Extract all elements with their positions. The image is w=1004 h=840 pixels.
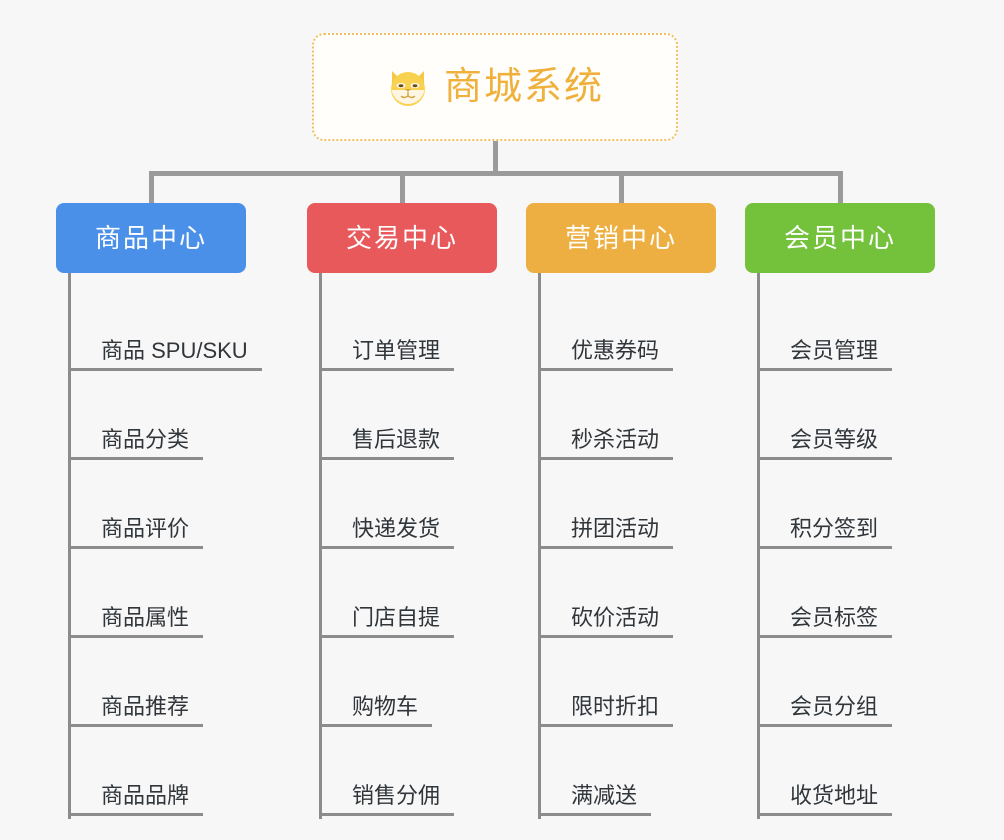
leaf-item[interactable]: 限时折扣 bbox=[541, 641, 716, 730]
leaf-label: 购物车 bbox=[322, 695, 433, 727]
leaf-item[interactable]: 订单管理 bbox=[322, 285, 497, 374]
leaf-label: 砍价活动 bbox=[541, 606, 674, 638]
leaf-list-product: 商品 SPU/SKU 商品分类 商品评价 商品属性 商品推荐 商品品牌 bbox=[68, 273, 262, 819]
connector-drop-4 bbox=[838, 171, 843, 207]
leaf-item[interactable]: 砍价活动 bbox=[541, 552, 716, 641]
branch-column-product: 商品中心 商品 SPU/SKU 商品分类 商品评价 商品属性 商品推荐 商品品牌 bbox=[56, 203, 262, 819]
leaf-item[interactable]: 快递发货 bbox=[322, 463, 497, 552]
leaf-label: 会员分组 bbox=[760, 695, 893, 727]
leaf-label: 门店自提 bbox=[322, 606, 455, 638]
leaf-label: 会员标签 bbox=[760, 606, 893, 638]
leaf-label: 优惠券码 bbox=[541, 339, 674, 371]
leaf-label: 会员等级 bbox=[760, 428, 893, 460]
leaf-label: 会员管理 bbox=[760, 339, 893, 371]
leaf-list-marketing: 优惠券码 秒杀活动 拼团活动 砍价活动 限时折扣 满减送 bbox=[538, 273, 716, 819]
leaf-item[interactable]: 商品分类 bbox=[71, 374, 246, 463]
leaf-label: 商品品牌 bbox=[71, 784, 204, 816]
branch-column-member: 会员中心 会员管理 会员等级 积分签到 会员标签 会员分组 收货地址 bbox=[745, 203, 935, 819]
leaf-item[interactable]: 会员分组 bbox=[760, 641, 935, 730]
branch-column-marketing: 营销中心 优惠券码 秒杀活动 拼团活动 砍价活动 限时折扣 满减送 bbox=[526, 203, 716, 819]
leaf-label: 满减送 bbox=[541, 784, 652, 816]
leaf-item[interactable]: 收货地址 bbox=[760, 730, 935, 819]
leaf-item[interactable]: 商品品牌 bbox=[71, 730, 246, 819]
leaf-label: 商品评价 bbox=[71, 517, 204, 549]
branch-header-label: 会员中心 bbox=[783, 223, 896, 253]
leaf-label: 拼团活动 bbox=[541, 517, 674, 549]
leaf-label: 销售分佣 bbox=[322, 784, 455, 816]
connector-drop-2 bbox=[400, 171, 405, 207]
leaf-item[interactable]: 商品 SPU/SKU bbox=[71, 285, 262, 374]
branch-column-trade: 交易中心 订单管理 售后退款 快递发货 门店自提 购物车 销售分佣 bbox=[307, 203, 497, 819]
leaf-label: 商品属性 bbox=[71, 606, 204, 638]
leaf-list-member: 会员管理 会员等级 积分签到 会员标签 会员分组 收货地址 bbox=[757, 273, 935, 819]
dog-face-icon bbox=[386, 65, 430, 109]
connector-drop-1 bbox=[149, 171, 154, 207]
leaf-label: 积分签到 bbox=[760, 517, 893, 549]
branch-header-label: 交易中心 bbox=[345, 223, 458, 253]
branch-header-product[interactable]: 商品中心 bbox=[56, 203, 246, 273]
leaf-label: 商品 SPU/SKU bbox=[71, 339, 262, 371]
leaf-item[interactable]: 会员等级 bbox=[760, 374, 935, 463]
leaf-item[interactable]: 优惠券码 bbox=[541, 285, 716, 374]
leaf-list-trade: 订单管理 售后退款 快递发货 门店自提 购物车 销售分佣 bbox=[319, 273, 497, 819]
leaf-item[interactable]: 满减送 bbox=[541, 730, 716, 819]
leaf-item[interactable]: 商品评价 bbox=[71, 463, 246, 552]
leaf-label: 快递发货 bbox=[322, 517, 455, 549]
branch-header-trade[interactable]: 交易中心 bbox=[307, 203, 497, 273]
branch-header-marketing[interactable]: 营销中心 bbox=[526, 203, 716, 273]
leaf-item[interactable]: 售后退款 bbox=[322, 374, 497, 463]
connector-root-stem bbox=[493, 141, 498, 175]
leaf-item[interactable]: 积分签到 bbox=[760, 463, 935, 552]
leaf-item[interactable]: 会员标签 bbox=[760, 552, 935, 641]
leaf-label: 秒杀活动 bbox=[541, 428, 674, 460]
leaf-label: 售后退款 bbox=[322, 428, 455, 460]
leaf-item[interactable]: 秒杀活动 bbox=[541, 374, 716, 463]
leaf-label: 订单管理 bbox=[322, 339, 455, 371]
branch-header-member[interactable]: 会员中心 bbox=[745, 203, 935, 273]
branch-header-label: 营销中心 bbox=[564, 223, 677, 253]
connector-drop-3 bbox=[619, 171, 624, 207]
leaf-item[interactable]: 商品属性 bbox=[71, 552, 246, 641]
leaf-item[interactable]: 拼团活动 bbox=[541, 463, 716, 552]
leaf-item[interactable]: 会员管理 bbox=[760, 285, 935, 374]
leaf-item[interactable]: 门店自提 bbox=[322, 552, 497, 641]
root-title: 商城系统 bbox=[443, 66, 604, 108]
connector-horizontal-bus bbox=[149, 171, 843, 176]
leaf-item[interactable]: 销售分佣 bbox=[322, 730, 497, 819]
branch-header-label: 商品中心 bbox=[94, 223, 207, 253]
leaf-item[interactable]: 商品推荐 bbox=[71, 641, 246, 730]
leaf-label: 限时折扣 bbox=[541, 695, 674, 727]
leaf-item[interactable]: 购物车 bbox=[322, 641, 497, 730]
leaf-label: 商品分类 bbox=[71, 428, 204, 460]
leaf-label: 商品推荐 bbox=[71, 695, 204, 727]
root-node[interactable]: 商城系统 bbox=[312, 33, 678, 141]
leaf-label: 收货地址 bbox=[760, 784, 893, 816]
